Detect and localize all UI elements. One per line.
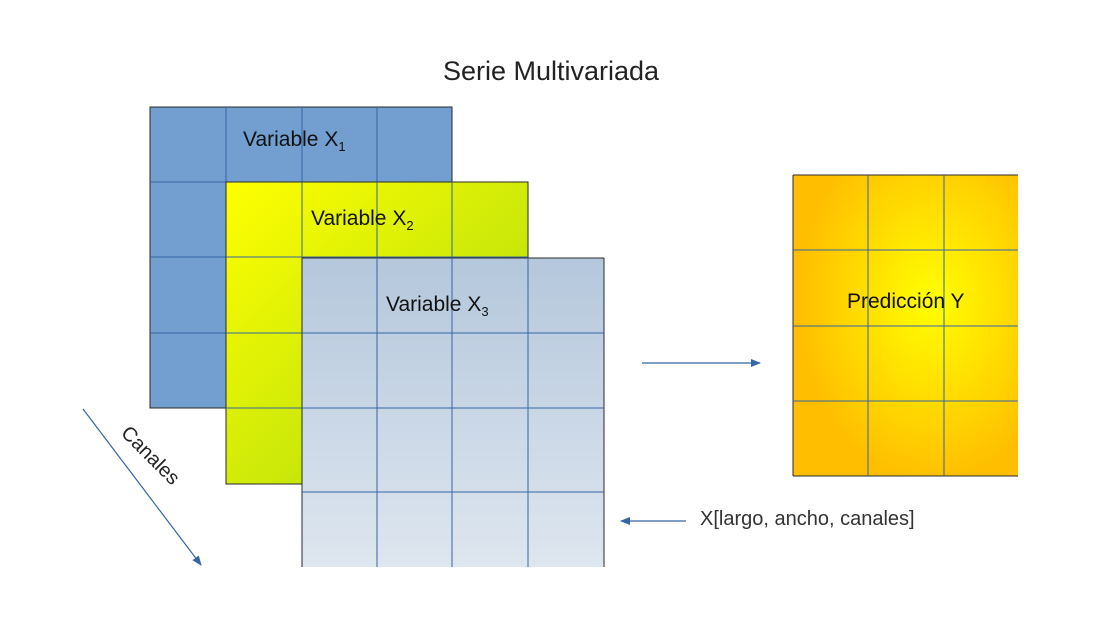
label-tensor-shape: X[largo, ancho, canales] bbox=[700, 508, 915, 530]
label-variable-x3-subscript: 3 bbox=[481, 304, 489, 319]
output-prediction-grid bbox=[792, 174, 1018, 477]
arrow-channels bbox=[82, 408, 202, 566]
label-variable-x3-text: Variable X bbox=[386, 293, 482, 316]
label-variable-x2-subscript: 2 bbox=[406, 218, 414, 233]
diagram-title: Serie Multivariada bbox=[442, 56, 660, 86]
label-prediction-y: Predicción Y bbox=[847, 290, 965, 313]
label-variable-x2: Variable X2 bbox=[311, 207, 414, 233]
layer-variable-x3 bbox=[301, 257, 605, 567]
label-variable-x2-text: Variable X bbox=[311, 207, 407, 230]
label-variable-x1-subscript: 1 bbox=[338, 139, 346, 154]
label-variable-x1: Variable X1 bbox=[243, 128, 346, 154]
label-variable-x3: Variable X3 bbox=[386, 293, 489, 319]
label-variable-x1-text: Variable X bbox=[243, 128, 339, 151]
